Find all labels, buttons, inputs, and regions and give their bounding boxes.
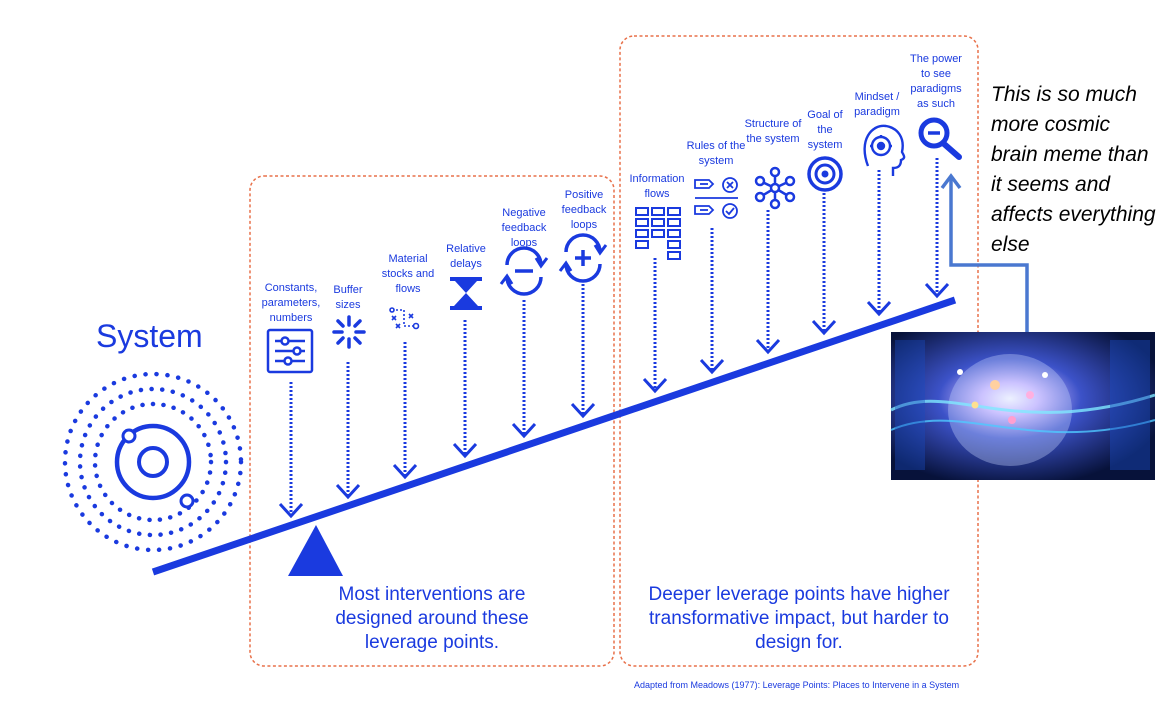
label-negative-feedback: Negative feedback loops <box>501 207 547 249</box>
arrow-1 <box>278 382 304 519</box>
rules-icon <box>694 177 738 219</box>
arrow-2 <box>335 362 361 500</box>
cosmic-brain-image <box>890 332 1156 480</box>
positive-loop-icon <box>558 233 608 283</box>
caption-left: Most interventions are designed around t… <box>335 584 529 653</box>
label-goal: Goal of the system <box>807 109 843 151</box>
arrow-5 <box>511 300 537 439</box>
annotation-connector <box>940 173 1029 332</box>
caption-right: Deeper leverage points have higher trans… <box>648 584 950 653</box>
right-group-box <box>619 35 979 667</box>
label-power-to-see: The power to see paradigms as such <box>910 53 962 110</box>
arrow-12 <box>924 158 950 299</box>
arrow-6 <box>570 280 596 419</box>
head-icon <box>863 124 906 176</box>
fulcrum-triangle <box>288 525 343 576</box>
target-icon <box>807 156 843 192</box>
negative-loop-icon <box>499 246 549 296</box>
arrow-9 <box>755 210 781 355</box>
label-positive-feedback: Positive feedback loops <box>561 189 607 231</box>
arrow-10 <box>811 193 837 336</box>
arrow-8 <box>699 228 725 375</box>
arrow-4 <box>452 320 478 459</box>
grid-icon <box>635 207 681 260</box>
system-label: System <box>96 318 203 354</box>
arrow-11 <box>866 170 892 317</box>
hourglass-icon <box>450 277 482 310</box>
system-icon <box>62 371 244 553</box>
annotation-text: This is so much more cosmic brain meme t… <box>991 83 1156 256</box>
path-icon <box>389 307 420 330</box>
arrow-3 <box>392 342 418 480</box>
source-citation: Adapted from Meadows (1977): Leverage Po… <box>634 680 960 690</box>
left-group-box <box>249 175 615 667</box>
burst-icon <box>332 315 366 349</box>
sliders-icon <box>266 328 314 374</box>
label-material-stocks: Material stocks and flows <box>381 253 435 295</box>
label-information-flows: Information flows <box>629 173 685 200</box>
lever-beam <box>151 296 957 576</box>
label-relative-delays: Relative delays <box>446 243 486 270</box>
arrow-7 <box>642 258 668 394</box>
label-rules: Rules of the system <box>686 140 746 167</box>
label-buffer-sizes: Buffer sizes <box>333 284 363 311</box>
label-mindset: Mindset / paradigm <box>854 91 900 118</box>
label-constants: Constants, parameters, numbers <box>261 282 321 324</box>
network-icon <box>754 166 796 210</box>
label-structure: Structure of the system <box>744 118 802 145</box>
magnifier-icon <box>918 117 962 160</box>
